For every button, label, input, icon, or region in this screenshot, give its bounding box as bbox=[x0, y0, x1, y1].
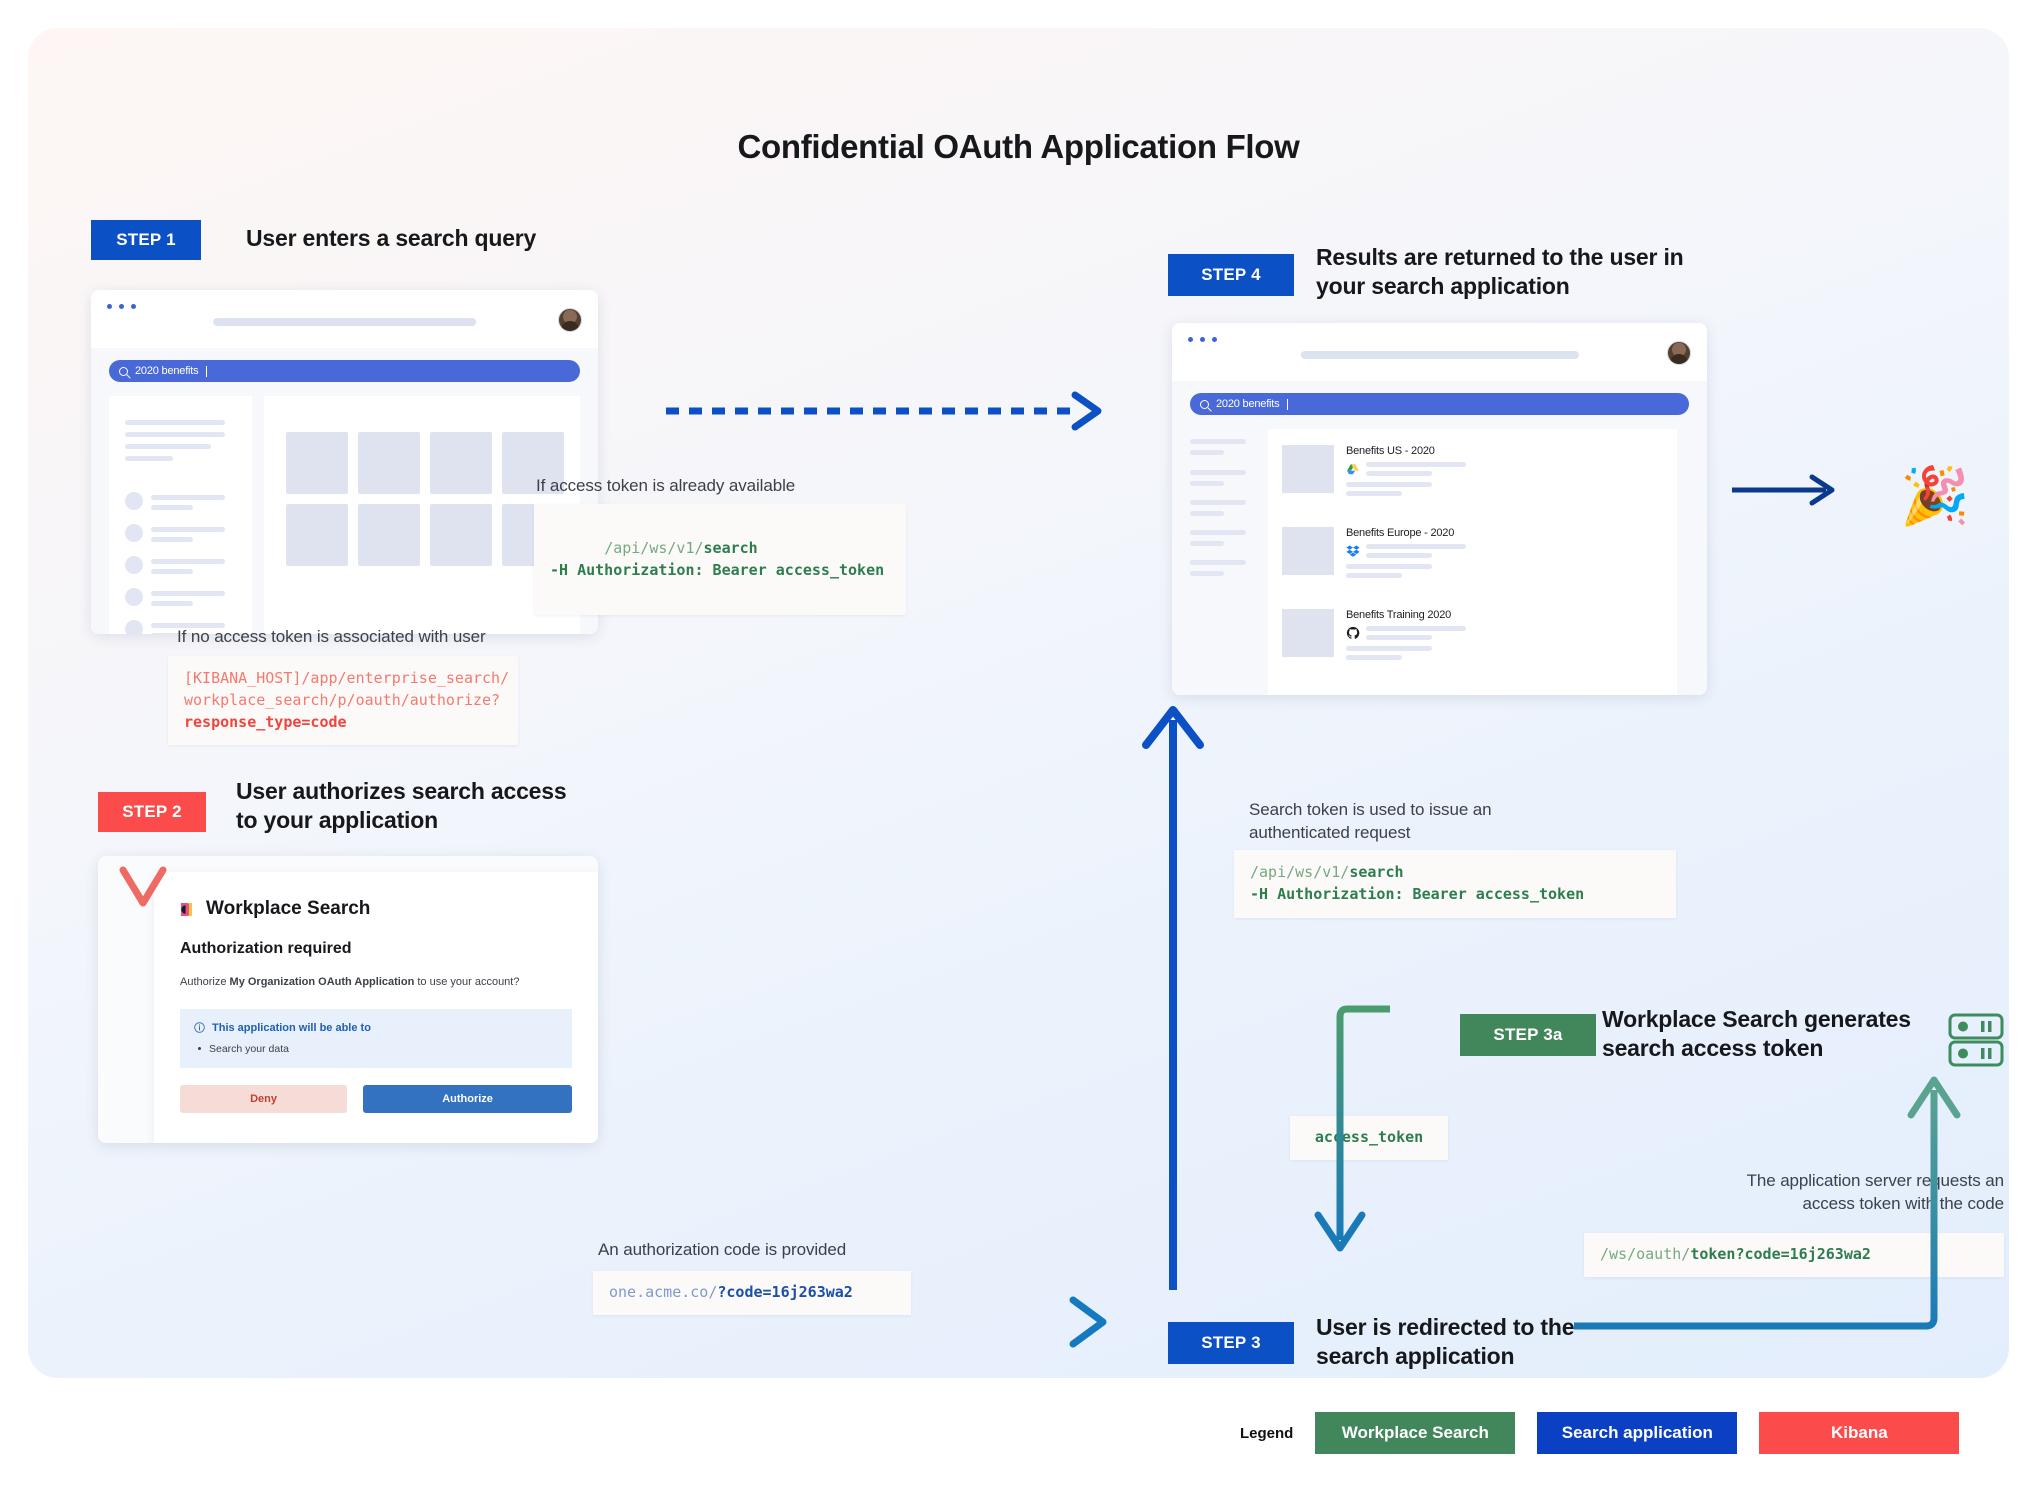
step-2-heading: User authorizes search access to your ap… bbox=[236, 778, 567, 834]
page-title: Confidential OAuth Application Flow bbox=[737, 128, 1300, 165]
deny-button[interactable]: Deny bbox=[180, 1084, 348, 1113]
search-query-text: 2020 benefits bbox=[135, 365, 199, 377]
search-icon bbox=[119, 366, 128, 376]
code-path-hot: search bbox=[1349, 863, 1404, 881]
legend-label: Legend bbox=[1240, 1424, 1294, 1442]
code-redirect-code: one.acme.co/?code=16j263wa2 bbox=[593, 1271, 911, 1315]
facet-sidebar bbox=[109, 396, 252, 634]
server-rack-icon bbox=[1948, 1013, 2004, 1067]
code-url-hot: response_type=code bbox=[184, 712, 347, 731]
step-4-heading: Results are returned to the user in your… bbox=[1316, 244, 1684, 300]
code-path-dim: /api/ws/v1/ bbox=[1250, 863, 1350, 881]
code-query-hot: token?code=16j263wa2 bbox=[1690, 1245, 1871, 1263]
access-token-label: access_token bbox=[1314, 1128, 1424, 1146]
results-grid bbox=[264, 396, 580, 634]
step-3a-badge: STEP 3a bbox=[1460, 1014, 1596, 1056]
code-access-token-chip: access_token bbox=[1290, 1116, 1448, 1160]
search-app-mock-step4: 2020 benefits bbox=[1172, 323, 1707, 695]
mock-browser-bar bbox=[91, 290, 598, 348]
search-input-step4[interactable]: 2020 benefits bbox=[1190, 393, 1689, 415]
code-host-dim: one.acme.co/ bbox=[609, 1283, 718, 1301]
code-path-dim: /api/ws/v1/ bbox=[604, 538, 704, 557]
result-item[interactable]: Benefits Europe - 2020 bbox=[1282, 527, 1466, 578]
step-1-badge: STEP 1 bbox=[91, 220, 201, 260]
legend-chip-workplace-search: Workplace Search bbox=[1315, 1412, 1516, 1454]
code-kibana-authorize: [KIBANA_HOST]/app/enterprise_search/ wor… bbox=[168, 656, 518, 746]
result-thumbnail bbox=[1282, 609, 1334, 657]
mock-content-step4: 2020 benefits bbox=[1172, 381, 1707, 695]
results-list: Benefits US - 2020 bbox=[1268, 429, 1677, 695]
code-query-hot: ?code=16j263wa2 bbox=[717, 1283, 853, 1301]
step-3-heading: User is redirected to the search applica… bbox=[1316, 1314, 1575, 1370]
search-icon bbox=[1200, 399, 1209, 409]
workplace-search-logo bbox=[181, 902, 192, 916]
google-drive-icon bbox=[1347, 463, 1359, 475]
legend: Legend Workplace Search Search applicati… bbox=[1240, 1412, 1960, 1454]
bullet-icon bbox=[198, 1047, 201, 1050]
result-item[interactable]: Benefits Training 2020 bbox=[1282, 609, 1466, 660]
auth-body-suffix: to use your account? bbox=[414, 976, 520, 988]
step-4-badge: STEP 4 bbox=[1168, 254, 1294, 296]
auth-card-actions: Deny Authorize bbox=[180, 1084, 572, 1113]
code-oauth-token: /ws/oauth/token?code=16j263wa2 bbox=[1584, 1233, 2004, 1277]
permissions-callout: This application will be able to Search … bbox=[180, 1008, 572, 1068]
code-header-line: -H Authorization: Bearer access_token bbox=[550, 560, 885, 579]
search-app-mock-step1: 2020 benefits bbox=[91, 290, 598, 634]
auth-body-app: My Organization OAuth Application bbox=[229, 976, 415, 988]
code-header-line: -H Authorization: Bearer access_token bbox=[1250, 884, 1585, 903]
step-3a-heading: Workplace Search generates search access… bbox=[1602, 1006, 1911, 1062]
note-server-requests-token: The application server requests an acces… bbox=[1746, 1171, 2005, 1213]
note-token-available: If access token is already available bbox=[536, 476, 796, 495]
callout-item: Search your data bbox=[209, 1042, 289, 1055]
result-title: Benefits Europe - 2020 bbox=[1346, 527, 1455, 539]
facet-sidebar-step4 bbox=[1190, 433, 1248, 695]
search-input[interactable]: 2020 benefits bbox=[109, 360, 580, 382]
auth-body-prefix: Authorize bbox=[180, 976, 230, 988]
authorize-button[interactable]: Authorize bbox=[363, 1084, 572, 1113]
result-title: Benefits US - 2020 bbox=[1346, 445, 1435, 457]
dropbox-icon bbox=[1346, 545, 1360, 557]
url-bar-placeholder bbox=[1300, 351, 1579, 359]
window-dots-icon bbox=[107, 304, 136, 309]
step-1-heading: User enters a search query bbox=[246, 225, 537, 251]
note-no-token: If no access token is associated with us… bbox=[177, 627, 486, 646]
note-auth-code: An authorization code is provided bbox=[598, 1240, 847, 1259]
step-3-badge: STEP 3 bbox=[1168, 1322, 1294, 1364]
github-icon bbox=[1346, 626, 1360, 639]
auth-card-body: Authorize My Organization OAuth Applicat… bbox=[180, 974, 572, 991]
legend-chip-kibana: Kibana bbox=[1759, 1412, 1960, 1454]
text-caret bbox=[206, 365, 208, 377]
code-search-right: /api/ws/v1/search -H Authorization: Bear… bbox=[1234, 850, 1676, 918]
step-2-badge: STEP 2 bbox=[98, 792, 206, 832]
code-search-top: /api/ws/v1/search -H Authorization: Bear… bbox=[534, 504, 906, 615]
brand-name: Workplace Search bbox=[206, 898, 371, 919]
mock-browser-bar-step4 bbox=[1172, 323, 1707, 381]
window-dots-icon bbox=[1188, 337, 1217, 342]
code-path-hot: search bbox=[703, 538, 758, 557]
auth-card-heading: Authorization required bbox=[180, 940, 352, 957]
avatar bbox=[1667, 341, 1691, 365]
result-item[interactable]: Benefits US - 2020 bbox=[1282, 445, 1466, 496]
brand-row: Workplace Search bbox=[180, 898, 572, 920]
info-icon bbox=[194, 1022, 205, 1033]
result-title: Benefits Training 2020 bbox=[1346, 609, 1452, 621]
code-path-dim: /ws/oauth/ bbox=[1600, 1245, 1691, 1263]
celebration-emoji: 🎉 bbox=[1900, 464, 1970, 527]
callout-title: This application will be able to bbox=[212, 1021, 371, 1034]
mock-content: 2020 benefits bbox=[91, 348, 598, 634]
legend-chip-search-application: Search application bbox=[1537, 1412, 1738, 1454]
url-bar-placeholder bbox=[212, 318, 477, 326]
note-search-token-used: Search token is used to issue an authent… bbox=[1249, 800, 1492, 842]
code-url-dim: [KIBANA_HOST]/app/enterprise_search/ wor… bbox=[184, 669, 510, 709]
avatar bbox=[558, 308, 582, 332]
authorization-card-frame: Workplace Search Authorization required … bbox=[98, 856, 598, 1143]
search-query-text: 2020 benefits bbox=[1216, 398, 1280, 410]
result-thumbnail bbox=[1282, 445, 1334, 493]
text-caret bbox=[1287, 398, 1289, 410]
authorization-card: Workplace Search Authorization required … bbox=[154, 872, 598, 1143]
result-thumbnail bbox=[1282, 527, 1334, 575]
diagram-panel: Confidential OAuth Application Flow STEP… bbox=[28, 28, 2009, 1378]
